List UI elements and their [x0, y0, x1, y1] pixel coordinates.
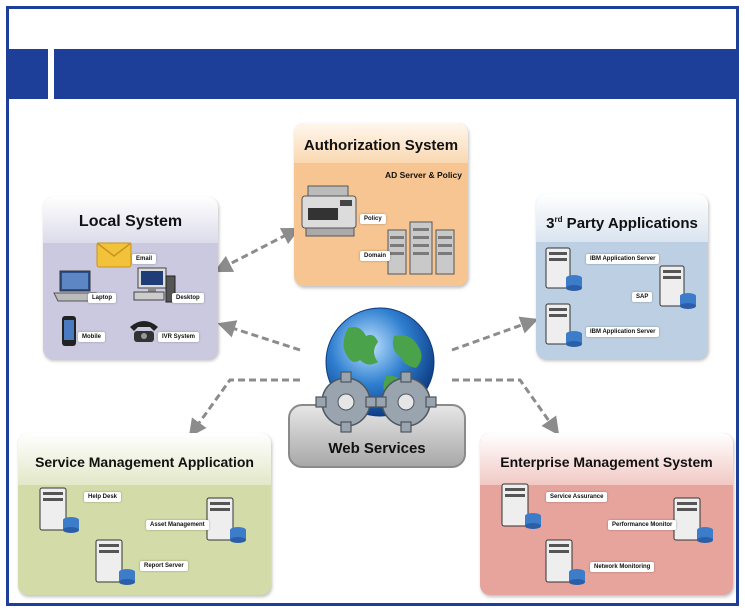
- server-icon: [545, 303, 582, 347]
- service-mgmt-item-report-server: Report Server: [140, 561, 188, 571]
- mobile-icon: [62, 316, 76, 346]
- server-rack-icon: [387, 221, 455, 275]
- authorization-system-title: Authorization System: [294, 123, 468, 163]
- service-mgmt-item-asset-management: Asset Management: [146, 520, 209, 530]
- local-item-laptop: Laptop: [88, 293, 116, 303]
- third-party-title: 3rd Party Applications: [536, 194, 708, 242]
- local-item-mobile: Mobile: [78, 332, 105, 342]
- connector-ws-local: [217, 320, 301, 352]
- enterprise-mgmt-item-performance-monitor: Performance Monitor: [608, 520, 677, 530]
- header-banner: [8, 49, 736, 99]
- server-icon: [545, 539, 585, 585]
- phone-icon: [130, 321, 158, 342]
- local-system-title: Local System: [43, 197, 218, 243]
- enterprise-mgmt-item-service-assurance: Service Assurance: [546, 492, 608, 502]
- email-icon: [96, 242, 132, 268]
- third-party-item-ibm2: IBM Application Server: [586, 327, 660, 337]
- connector-ws-3p: [451, 316, 539, 352]
- connector-ws-ems: [452, 378, 560, 436]
- desktop-icon: [133, 267, 176, 303]
- service-management-title: Service Management Application: [18, 433, 271, 485]
- local-item-email: Email: [132, 254, 157, 264]
- authorization-subtitle: AD Server & Policy: [384, 170, 462, 180]
- server-icon: [39, 487, 79, 533]
- server-icon: [659, 265, 696, 309]
- local-item-ivr: IVR System: [158, 332, 200, 342]
- auth-item-policy: Policy: [360, 214, 386, 224]
- web-services-label: Web Services: [328, 440, 426, 457]
- auth-item-domain: Domain: [360, 251, 391, 261]
- server-icon: [206, 497, 246, 543]
- server-icon: [95, 539, 135, 585]
- connector-local-auth: [213, 227, 301, 273]
- connector-ws-sma: [188, 378, 300, 438]
- third-party-item-ibm1: IBM Application Server: [586, 254, 660, 264]
- server-icon: [501, 483, 541, 529]
- server-icon: [673, 497, 713, 543]
- globe-gears-icon: [315, 307, 437, 433]
- enterprise-mgmt-item-network-monitoring: Network Monitoring: [590, 562, 655, 572]
- local-item-desktop: Desktop: [172, 293, 204, 303]
- header-banner-notch: [48, 49, 54, 99]
- service-mgmt-item-help-desk: Help Desk: [84, 492, 122, 502]
- server-icon: [545, 247, 582, 291]
- third-party-item-sap: SAP: [632, 292, 653, 302]
- enterprise-management-title: Enterprise Management System: [480, 433, 733, 485]
- printer-icon: [301, 185, 357, 237]
